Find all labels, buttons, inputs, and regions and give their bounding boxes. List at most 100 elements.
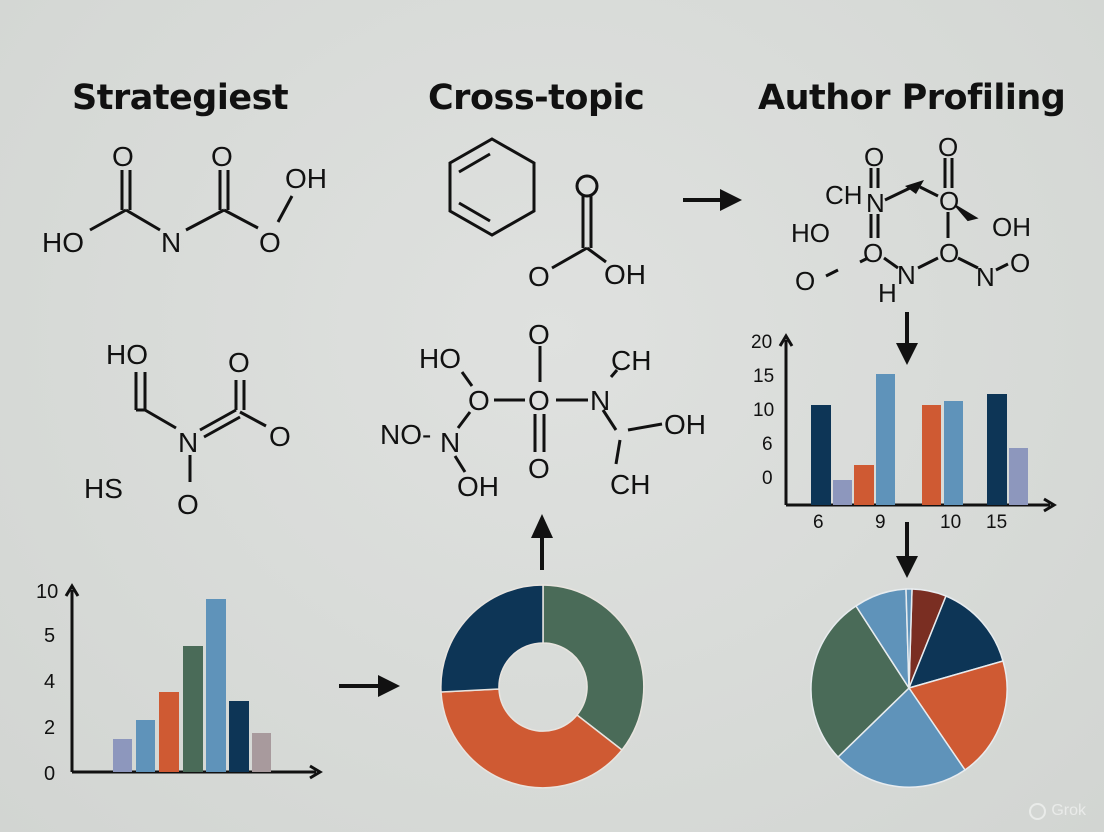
right-bar-chart-xticks: 6 9 10 15 bbox=[813, 512, 1007, 533]
ytick-label: 10 bbox=[753, 400, 774, 421]
atom-label: O bbox=[528, 385, 550, 416]
atom-label: CH bbox=[611, 345, 651, 376]
donut-slice-navy bbox=[440, 584, 544, 693]
atom-label: NO- bbox=[380, 419, 431, 450]
ytick-label: 15 bbox=[753, 366, 774, 387]
pie-slice-navy bbox=[907, 595, 1004, 690]
bar bbox=[811, 405, 831, 505]
pie-slice-light-blue bbox=[836, 686, 967, 788]
xtick-label: 15 bbox=[986, 512, 1007, 533]
xtick-label: 6 bbox=[813, 512, 824, 533]
molecule-bottom-left bbox=[134, 372, 267, 482]
atom-label: O bbox=[468, 385, 490, 416]
atom-label: O bbox=[938, 132, 958, 162]
atom-label: HS bbox=[84, 473, 123, 504]
left-bar-chart-yticks: 10 5 4 2 0 bbox=[36, 581, 58, 785]
ytick-label: 6 bbox=[762, 434, 773, 455]
bar bbox=[1009, 448, 1028, 505]
atom-label: OH bbox=[285, 163, 327, 194]
atom-label: N bbox=[866, 188, 885, 218]
title-strategiest: Strategiest bbox=[72, 78, 289, 118]
grok-logo-icon bbox=[1029, 802, 1047, 820]
atom-label: N bbox=[897, 260, 916, 290]
arrows bbox=[339, 189, 918, 697]
bar bbox=[252, 733, 271, 772]
atom-label: O bbox=[112, 141, 134, 172]
right-bar-chart: 20 15 10 6 0 6 9 10 15 bbox=[751, 332, 1057, 533]
molecule-top-left-labels: O O OH HO N O bbox=[42, 141, 327, 258]
atom-label: O bbox=[528, 453, 550, 484]
bar bbox=[159, 692, 179, 772]
title-cross-topic: Cross-topic bbox=[428, 78, 645, 118]
molecule-top-center-labels: O OH bbox=[528, 259, 646, 292]
molecule-middle-center-labels: O HO O O N CH NO- N OH OH O CH bbox=[380, 319, 706, 502]
atom-label: HO bbox=[106, 339, 148, 370]
atom-label: O bbox=[795, 266, 815, 296]
atom-label: OH bbox=[992, 212, 1031, 242]
left-bar-chart: 10 5 4 2 0 bbox=[36, 581, 323, 785]
atom-label: N bbox=[590, 385, 610, 416]
ytick-label: 0 bbox=[44, 763, 55, 785]
pie-chart bbox=[810, 588, 1008, 788]
grok-watermark: Grok bbox=[1029, 802, 1086, 820]
donut-chart bbox=[440, 584, 645, 789]
xtick-label: 10 bbox=[940, 512, 961, 533]
atom-label: O bbox=[269, 421, 291, 452]
bar bbox=[229, 701, 249, 772]
right-arrow-icon bbox=[339, 675, 400, 697]
pie-slice-orange bbox=[907, 660, 1008, 772]
atom-label: CH bbox=[610, 469, 650, 500]
ytick-label: 4 bbox=[44, 671, 55, 693]
atom-label: CH bbox=[825, 180, 863, 210]
right-bar-chart-yticks: 20 15 10 6 0 bbox=[751, 332, 774, 489]
atom-label: O bbox=[939, 186, 959, 216]
bar bbox=[876, 374, 895, 505]
bar bbox=[206, 599, 226, 772]
donut-slice-green bbox=[542, 584, 645, 752]
atom-label: N bbox=[976, 262, 995, 292]
atom-label: O bbox=[177, 489, 199, 520]
ytick-label: 5 bbox=[44, 625, 55, 647]
donut-slice-orange bbox=[440, 688, 624, 789]
atom-label: HO bbox=[419, 343, 461, 374]
molecule-middle-center bbox=[453, 346, 663, 473]
bar bbox=[136, 720, 155, 772]
ytick-label: 2 bbox=[44, 717, 55, 739]
atom-label: O bbox=[1010, 248, 1030, 278]
title-author-profiling: Author Profiling bbox=[758, 78, 1066, 118]
ytick-label: 20 bbox=[751, 332, 772, 353]
atom-label: H bbox=[878, 278, 897, 308]
right-bar-chart-bars bbox=[811, 374, 1028, 505]
watermark-text: Grok bbox=[1051, 802, 1086, 819]
left-bar-chart-bars bbox=[113, 599, 271, 772]
bar bbox=[987, 394, 1007, 505]
atom-label: N bbox=[178, 427, 198, 458]
atom-label: O bbox=[528, 319, 550, 350]
atom-label: O bbox=[939, 238, 959, 268]
atom-label: O bbox=[528, 261, 550, 292]
atom-label: OH bbox=[457, 471, 499, 502]
molecule-top-right bbox=[825, 158, 1009, 278]
atom-label: HO bbox=[791, 218, 830, 248]
atom-label: N bbox=[161, 227, 181, 258]
atom-label: O bbox=[228, 347, 250, 378]
pie-slice-green bbox=[810, 604, 910, 759]
atom-label: O bbox=[864, 142, 884, 172]
bar bbox=[922, 405, 941, 505]
atom-label: O bbox=[259, 227, 281, 258]
atom-label: OH bbox=[664, 409, 706, 440]
bar bbox=[833, 480, 852, 505]
right-arrow-icon bbox=[683, 189, 742, 211]
bar bbox=[854, 465, 874, 505]
xtick-label: 9 bbox=[875, 512, 886, 533]
molecule-bottom-left-labels: HO O N O HS O bbox=[84, 339, 291, 520]
atom-label: HO bbox=[42, 227, 84, 258]
down-arrow-icon bbox=[896, 522, 918, 578]
bar bbox=[183, 646, 203, 772]
molecule-top-center bbox=[551, 174, 607, 270]
bar bbox=[944, 401, 963, 505]
down-arrow-icon bbox=[896, 312, 918, 365]
pie-slice-sliver bbox=[905, 588, 913, 689]
